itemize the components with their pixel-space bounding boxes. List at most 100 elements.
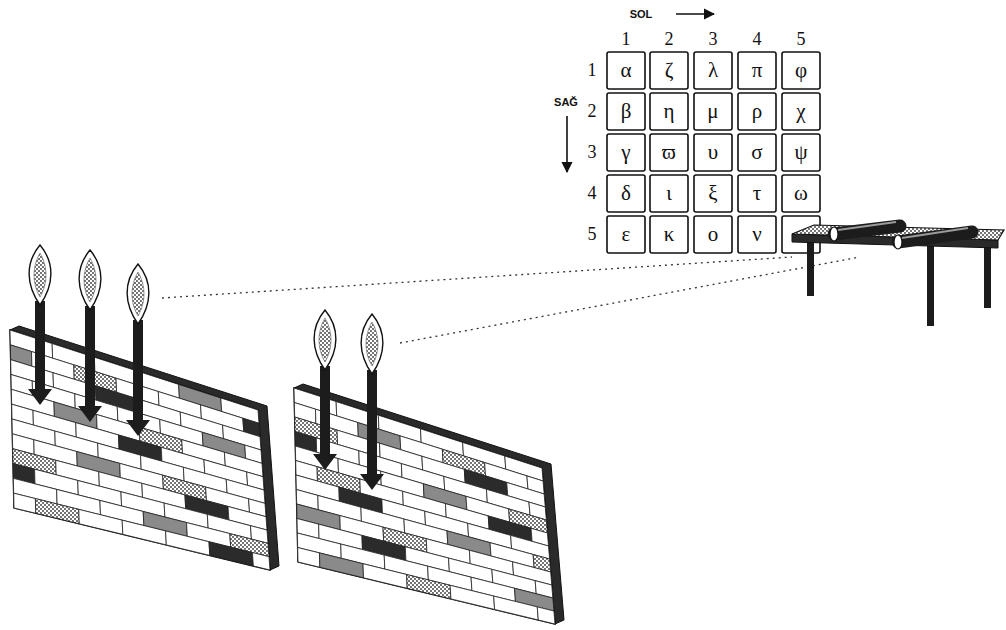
column-number: 4 bbox=[753, 30, 762, 50]
grid-letter: υ bbox=[708, 141, 718, 164]
torch-flame-core bbox=[366, 322, 378, 366]
tube-end bbox=[894, 235, 902, 249]
grid-cell bbox=[738, 93, 776, 130]
grid-letter: μ bbox=[707, 100, 718, 123]
tube-end bbox=[830, 227, 838, 241]
wall-face bbox=[294, 388, 555, 624]
brick bbox=[298, 548, 320, 568]
letter-grid bbox=[607, 52, 820, 253]
grid-letter: ε bbox=[622, 223, 631, 246]
torch-flame bbox=[361, 314, 383, 374]
torch-arrowhead bbox=[360, 474, 384, 490]
torch-arrowhead bbox=[78, 406, 102, 422]
brick bbox=[252, 553, 270, 570]
grid-letter: α bbox=[620, 59, 631, 82]
torch bbox=[28, 245, 52, 405]
brick-wall bbox=[294, 384, 564, 624]
torch bbox=[126, 264, 150, 436]
brick bbox=[35, 499, 79, 524]
brick bbox=[363, 564, 407, 589]
grid-cell bbox=[607, 216, 645, 253]
row-number: 5 bbox=[588, 225, 597, 245]
tube-highlight bbox=[902, 228, 968, 238]
sight-line bbox=[400, 257, 860, 343]
grid-cell bbox=[738, 216, 776, 253]
grid-cell bbox=[650, 93, 688, 130]
direction-arrow bbox=[676, 13, 714, 15]
brick bbox=[407, 574, 451, 598]
torch-flame-core bbox=[132, 272, 144, 316]
torch-flame bbox=[79, 250, 101, 310]
grid-letter: ο bbox=[708, 223, 719, 246]
brick bbox=[537, 607, 555, 624]
tube-highlight bbox=[838, 222, 896, 230]
row-number: 2 bbox=[588, 102, 597, 122]
grid-letter: φ bbox=[795, 59, 807, 82]
grid-letter: ν bbox=[752, 223, 762, 246]
grid-letter: ψ bbox=[794, 141, 807, 164]
torch bbox=[78, 250, 102, 422]
direction-arrow bbox=[566, 116, 568, 172]
table-leg bbox=[984, 244, 991, 308]
torch-flame-core bbox=[84, 258, 96, 302]
grid-cell bbox=[694, 93, 732, 130]
grid-letter: ζ bbox=[665, 59, 674, 82]
direction-label: SAĞ bbox=[554, 96, 578, 108]
grid-letter: κ bbox=[664, 223, 675, 246]
grid-cell bbox=[782, 52, 820, 89]
sight-line bbox=[162, 257, 792, 298]
brick bbox=[209, 542, 253, 566]
grid-cell bbox=[607, 93, 645, 130]
grid-cell bbox=[782, 93, 820, 130]
column-number: 3 bbox=[709, 30, 718, 50]
grid-cell bbox=[782, 175, 820, 212]
grid-letter: ω bbox=[794, 182, 808, 205]
grid-cell bbox=[650, 175, 688, 212]
grid-cell bbox=[607, 175, 645, 212]
torch-handle bbox=[85, 306, 95, 408]
torch-flame-core bbox=[34, 253, 46, 297]
grid-letter: τ bbox=[753, 182, 761, 205]
torch-arrowhead bbox=[126, 420, 150, 436]
table-leg bbox=[927, 244, 934, 326]
torch bbox=[313, 310, 337, 470]
grid-cell bbox=[650, 216, 688, 253]
grid-cell bbox=[694, 175, 732, 212]
torch-flame bbox=[127, 264, 149, 324]
viewing-table bbox=[792, 222, 1004, 326]
grid-letter: β bbox=[621, 100, 632, 123]
grid-letter: π bbox=[752, 59, 763, 82]
grid-letter: χ bbox=[796, 100, 805, 123]
brick bbox=[319, 553, 363, 578]
grid-cell bbox=[694, 134, 732, 171]
wall-edge bbox=[10, 326, 279, 570]
torch-flame bbox=[314, 310, 336, 370]
torch-handle bbox=[367, 370, 377, 476]
grid-letter: σ bbox=[751, 141, 762, 164]
grid-cell bbox=[738, 134, 776, 171]
brick bbox=[79, 509, 123, 534]
brick bbox=[450, 585, 494, 609]
grid-cell bbox=[694, 52, 732, 89]
brick-wall bbox=[10, 326, 279, 570]
table-leg bbox=[807, 240, 814, 296]
brick bbox=[166, 531, 210, 555]
torch-arrowhead bbox=[313, 454, 337, 470]
grid-letter: ι bbox=[666, 182, 672, 205]
direction-label: SOL bbox=[630, 8, 653, 20]
grid-cell bbox=[782, 134, 820, 171]
torch bbox=[360, 314, 384, 490]
torch-handle bbox=[133, 320, 143, 422]
grid-cell bbox=[694, 216, 732, 253]
torch-handle bbox=[320, 366, 330, 456]
column-number: 5 bbox=[797, 30, 806, 50]
row-number: 1 bbox=[588, 61, 597, 81]
column-number: 2 bbox=[665, 30, 674, 50]
brick bbox=[122, 520, 166, 545]
grid-letter: λ bbox=[708, 59, 718, 82]
grid-letter: γ bbox=[621, 141, 630, 164]
grid-cell bbox=[650, 52, 688, 89]
grid-cell bbox=[607, 134, 645, 171]
